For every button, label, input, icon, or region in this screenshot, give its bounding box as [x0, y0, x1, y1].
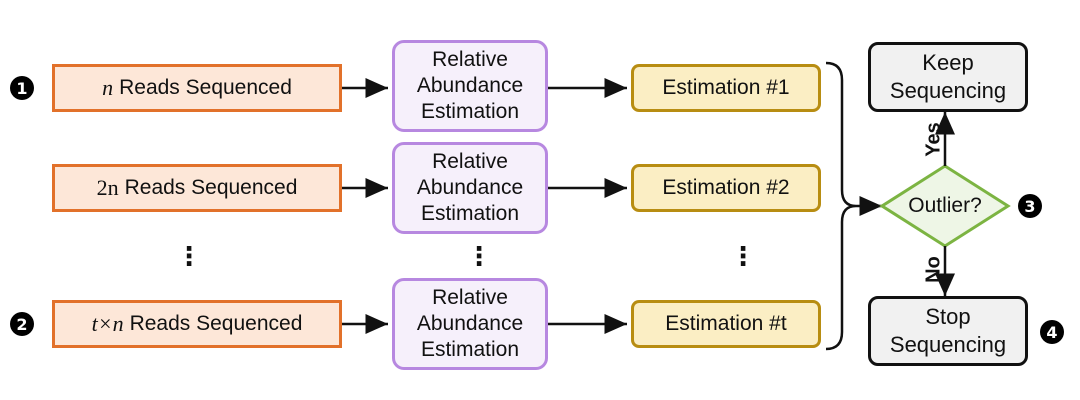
curly-brace	[825, 61, 857, 351]
process-box-1: Relative Abundance Estimation	[392, 40, 548, 132]
estimation-box-t: Estimation #t	[631, 300, 821, 348]
step-marker-2: 2	[10, 312, 34, 336]
process-line: Relative	[432, 48, 508, 71]
ellipsis-estimation: ⋮	[730, 242, 756, 272]
keep-line: Sequencing	[889, 78, 1007, 103]
step-marker-4: 4	[1040, 320, 1064, 344]
process-box-2: Relative Abundance Estimation	[392, 142, 548, 234]
reads-math-2: 2n	[96, 175, 119, 200]
yes-label: Yes	[922, 122, 945, 157]
estimation-box-2: Estimation #2	[631, 164, 821, 212]
estimation-label-1: Estimation #1	[662, 76, 790, 99]
step-marker-1: 1	[10, 76, 34, 100]
process-line: Relative	[432, 286, 508, 309]
no-label: No	[922, 256, 945, 283]
estimation-label-t: Estimation #t	[665, 312, 787, 335]
step-marker-3: 3	[1018, 194, 1042, 218]
stop-line: Sequencing	[889, 332, 1007, 357]
process-line: Estimation	[420, 338, 520, 361]
process-line: Abundance	[416, 74, 524, 97]
keep-sequencing-box: Keep Sequencing	[868, 42, 1028, 112]
process-line: Abundance	[416, 176, 524, 199]
reads-label-t: Reads Sequenced	[129, 312, 303, 335]
ellipsis-process: ⋮	[466, 242, 492, 272]
reads-math-t: t×n	[91, 311, 124, 336]
process-box-t: Relative Abundance Estimation	[392, 278, 548, 370]
estimation-box-1: Estimation #1	[631, 64, 821, 112]
stop-sequencing-box: Stop Sequencing	[868, 296, 1028, 366]
stop-line: Stop	[925, 304, 971, 329]
process-line: Estimation	[420, 100, 520, 123]
reads-box-1: n Reads Sequenced	[52, 64, 342, 112]
estimation-label-2: Estimation #2	[662, 176, 790, 199]
process-line: Abundance	[416, 312, 524, 335]
reads-box-t: t×n Reads Sequenced	[52, 300, 342, 348]
keep-line: Keep	[922, 50, 974, 75]
reads-box-2: 2n Reads Sequenced	[52, 164, 342, 212]
process-line: Relative	[432, 150, 508, 173]
reads-math-1: n	[102, 75, 114, 100]
decision-label: Outlier?	[908, 194, 982, 217]
reads-label-2: Reads Sequenced	[124, 176, 298, 199]
ellipsis-reads: ⋮	[176, 242, 202, 272]
process-line: Estimation	[420, 202, 520, 225]
reads-label-1: Reads Sequenced	[119, 76, 292, 99]
